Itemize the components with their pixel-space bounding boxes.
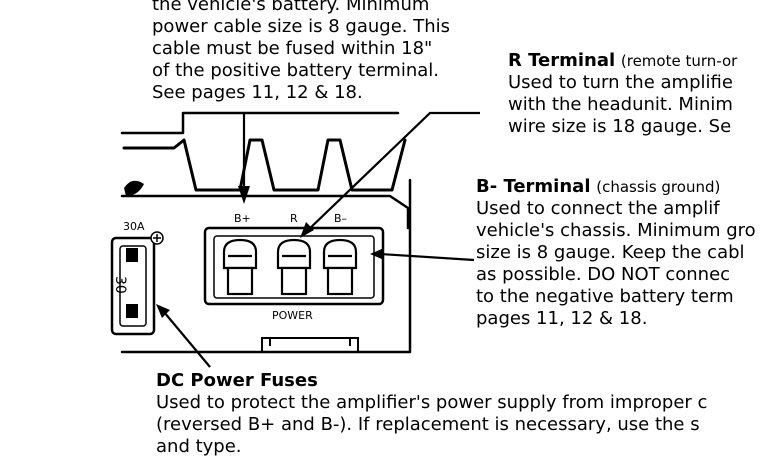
r-terminal-note: (remote turn-or: [620, 52, 738, 70]
fuse-contact-bottom: [126, 304, 138, 318]
arrowhead-r: [300, 222, 314, 238]
fuse-contact-top: [126, 248, 138, 262]
terminal-bplus-label: B+: [234, 212, 251, 225]
pointer-r: [305, 111, 480, 233]
r-terminal-line: with the headunit. Minim: [508, 94, 733, 115]
pointer-fuses: [163, 311, 211, 368]
amp-ridge: [120, 194, 410, 230]
b-minus-terminal-description: B- Terminal (chassis ground) Used to con…: [476, 176, 756, 330]
dc-fuses-line: (reversed B+ and B-). If replacement is …: [156, 414, 700, 435]
terminal-r-shape: [276, 238, 312, 296]
amp-foot: [261, 337, 359, 352]
fuse-value-label: 30: [112, 276, 128, 294]
b-minus-line: pages 11, 12 & 18.: [476, 308, 648, 329]
terminal-block-inner: [213, 235, 375, 299]
terminal-bplus-shape: [222, 238, 258, 296]
bplus-line: the vehicle's battery. Minimum: [152, 0, 430, 15]
amp-bottom-outline: [120, 178, 412, 354]
dc-fuses-heading: DC Power Fuses: [156, 370, 318, 391]
b-minus-line: to the negative battery term: [476, 286, 734, 307]
terminal-block-outer: [203, 226, 385, 306]
b-minus-note: (chassis ground): [596, 178, 721, 196]
terminal-bminus-label: B–: [334, 212, 348, 225]
ground-screw-icon: [150, 231, 164, 245]
r-terminal-line: Used to turn the amplifie: [508, 72, 733, 93]
dc-fuses-line: and type.: [156, 436, 242, 457]
bplus-line: of the positive battery terminal.: [152, 60, 439, 81]
power-label: POWER: [272, 309, 313, 322]
b-minus-line: Used to connect the amplif: [476, 198, 720, 219]
b-minus-line: size is 8 gauge. Keep the cabl: [476, 242, 745, 263]
b-minus-line: vehicle's chassis. Minimum gro: [476, 220, 756, 241]
logo-fragment: [124, 180, 144, 196]
bplus-line: cable must be fused within 18": [152, 38, 433, 59]
bplus-line: power cable size is 8 gauge. This: [152, 16, 450, 37]
bplus-line: See pages 11, 12 & 18.: [152, 82, 363, 103]
dc-fuses-description: DC Power Fuses Used to protect the ampli…: [156, 370, 707, 458]
dc-fuses-line: Used to protect the amplifier's power su…: [156, 392, 708, 413]
terminal-r-label: R: [290, 212, 298, 225]
r-terminal-description: R Terminal (remote turn-or Used to turn …: [508, 50, 737, 138]
pointer-bminus: [379, 252, 475, 262]
terminal-bminus-shape: [322, 238, 358, 296]
r-terminal-heading: R Terminal: [508, 50, 616, 71]
fuse-holder: [110, 236, 156, 336]
heatsink-fins: [122, 138, 407, 192]
b-minus-line: as possible. DO NOT connec: [476, 264, 731, 285]
r-terminal-line: wire size is 18 gauge. Se: [508, 116, 732, 137]
bplus-description: the vehicle's battery. Minimum power cab…: [152, 0, 450, 104]
b-minus-heading: B- Terminal: [476, 176, 591, 197]
amp-top-outline: [120, 111, 400, 135]
fuse-rating-label: 30A: [123, 220, 145, 233]
arrowhead-bminus: [370, 248, 384, 260]
arrowhead-bplus: [238, 186, 250, 204]
arrowhead-fuses: [156, 304, 170, 318]
